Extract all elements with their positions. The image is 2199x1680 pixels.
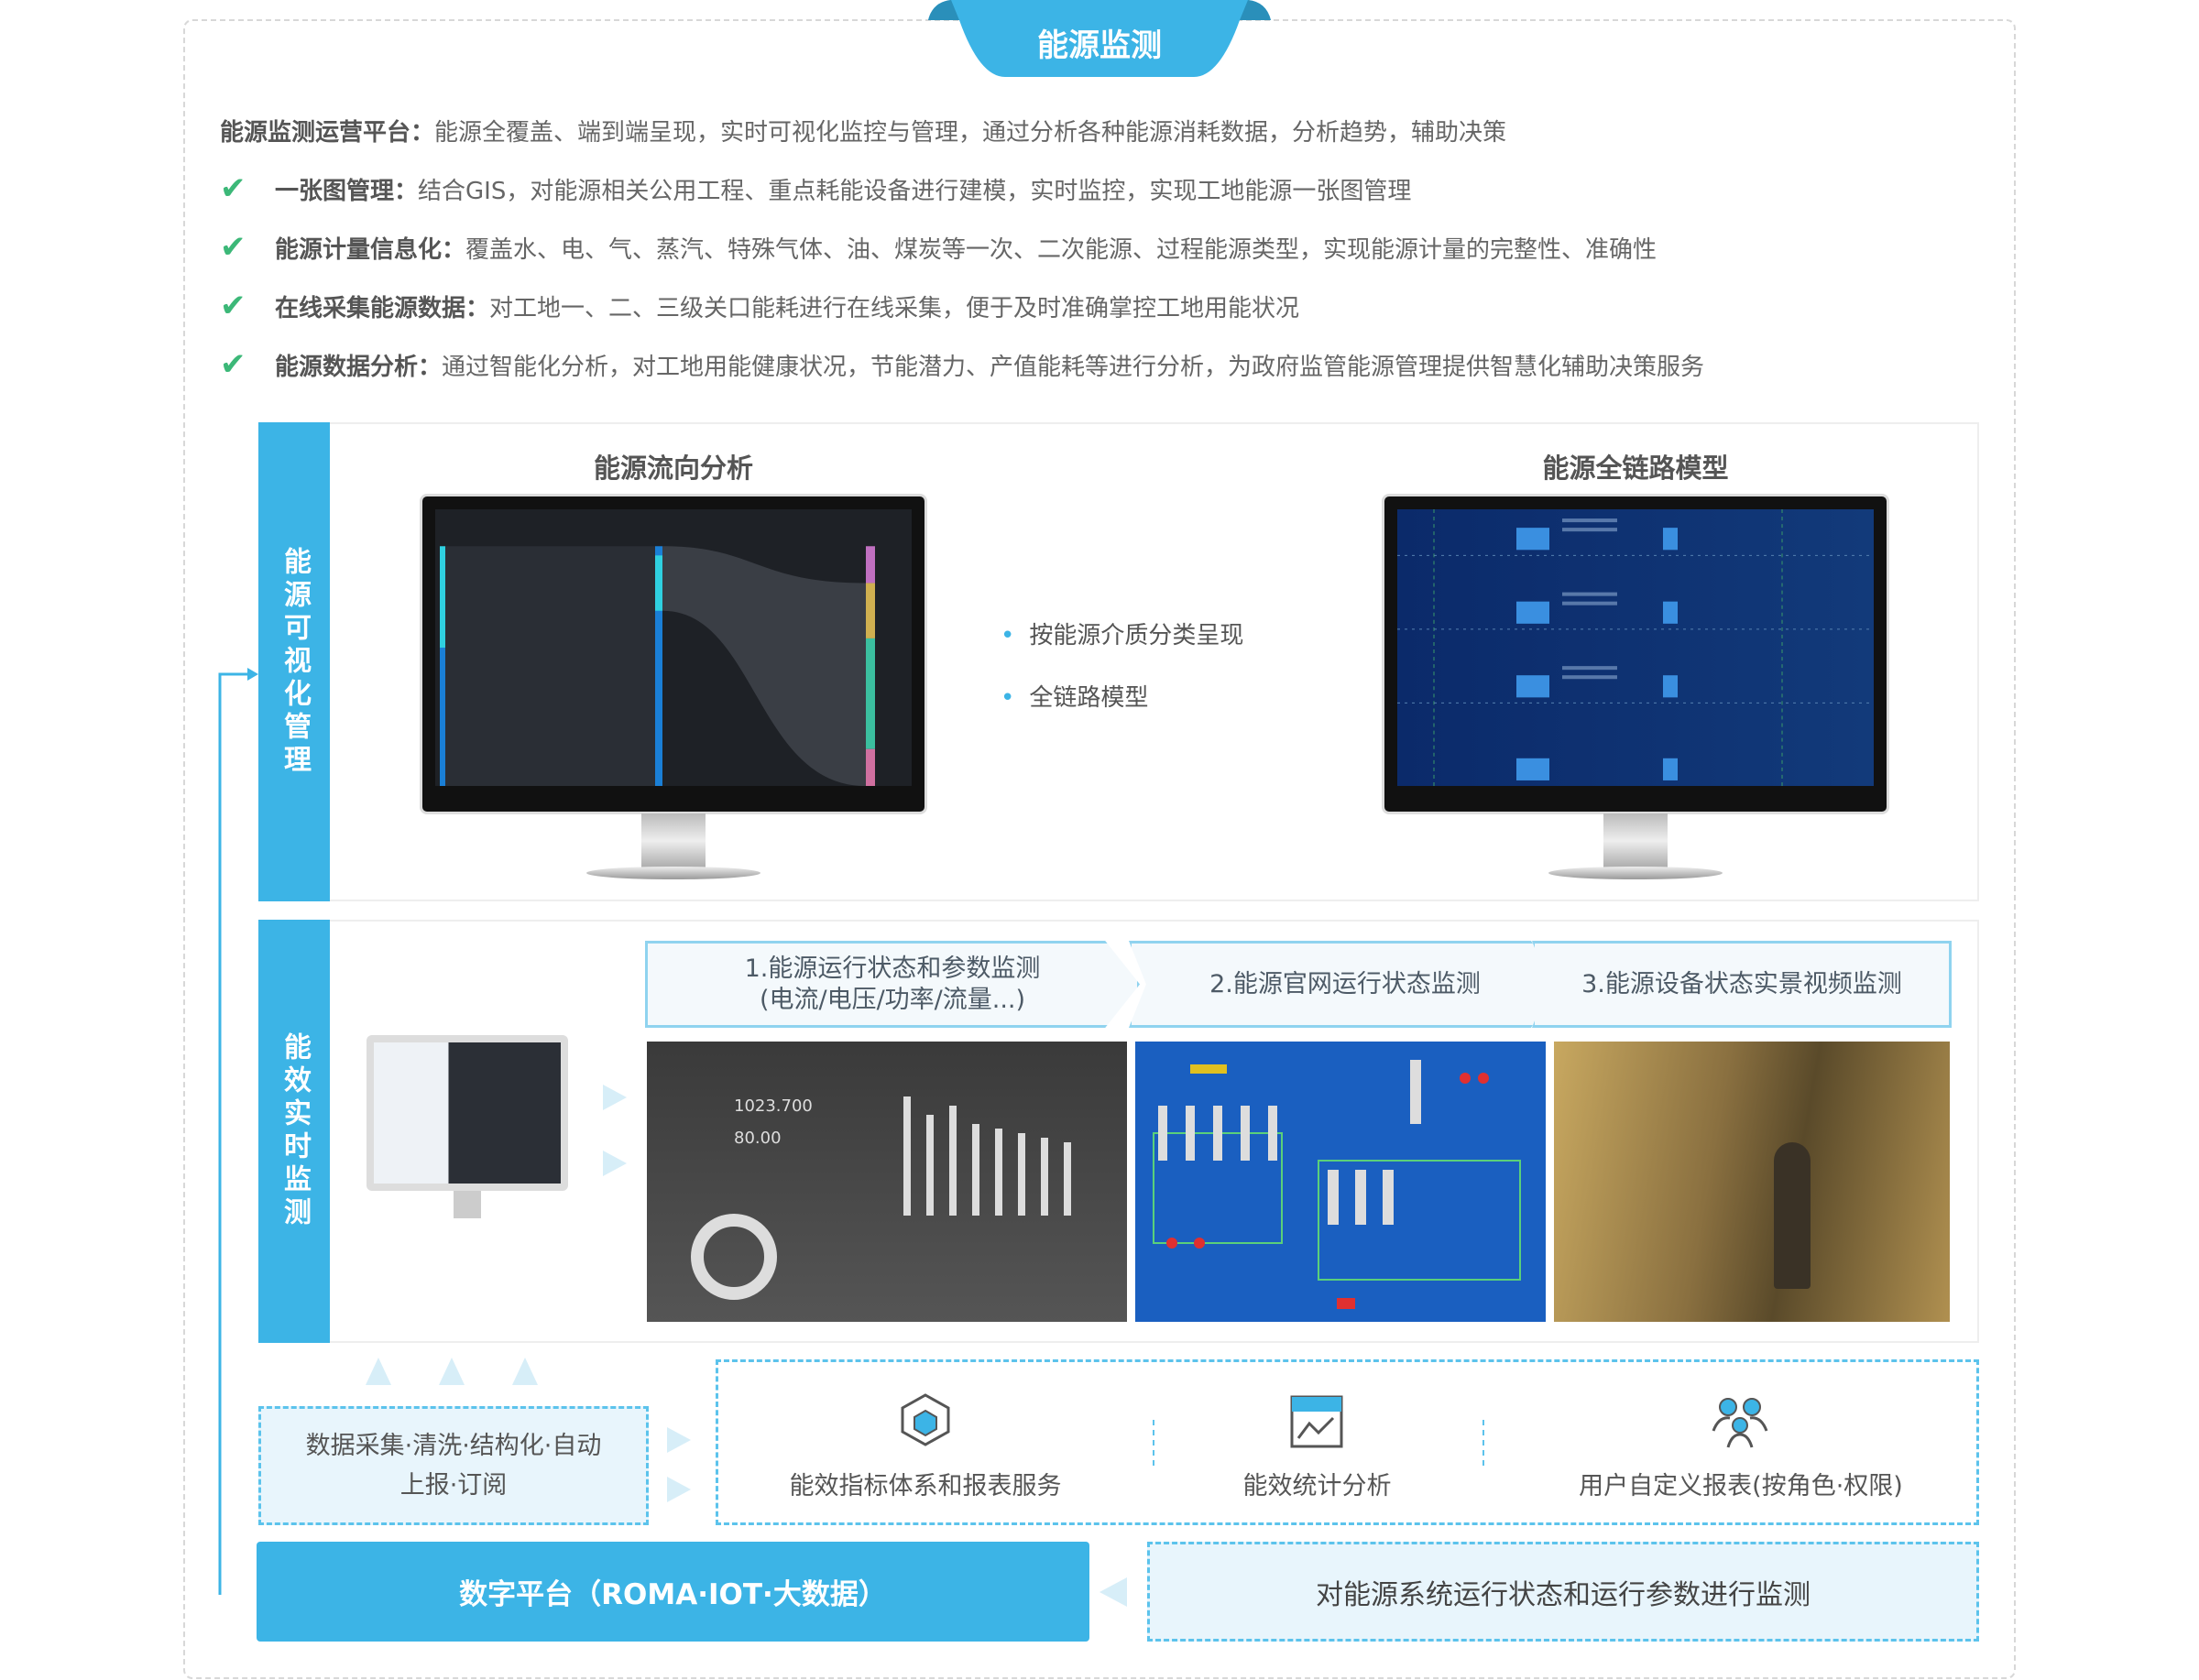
chain-model-screen <box>1397 509 1874 786</box>
title-tab <box>928 0 1271 77</box>
step-3-header: 3.能源设备状态实景视频监测 <box>1532 941 1952 1028</box>
arrow-up-icon <box>512 1358 538 1385</box>
data-collection-line: 上报·订阅 <box>399 1471 508 1500</box>
monitor-stand <box>641 813 706 868</box>
step-2-title: 2.能源官网运行状态监测 <box>1209 969 1481 998</box>
imac-stand <box>454 1191 481 1218</box>
parameter-dashboard-image: 1023.700 80.00 <box>647 1042 1127 1322</box>
check-icon: ✔ <box>220 346 246 383</box>
monitor-base <box>1548 867 1723 879</box>
monitor-stand <box>1603 813 1668 868</box>
imac-image <box>366 1035 568 1191</box>
dashboard-chart <box>691 1096 1071 1300</box>
arrow-up-icon <box>366 1358 391 1385</box>
check-icon: ✔ <box>220 288 246 324</box>
flow-monitor <box>420 494 927 814</box>
step-3-title: 3.能源设备状态实景视频监测 <box>1581 969 1902 998</box>
digital-platform-box: 数字平台（ROMA·IOT·大数据） <box>257 1542 1089 1642</box>
check-icon: ✔ <box>220 170 246 207</box>
feature-text: 通过智能化分析，对工地用能健康状况，节能潜力、产值能耗等进行分析，为政府监管能源… <box>442 354 1705 381</box>
step-1-title: 1.能源运行状态和参数监测 <box>744 954 1041 983</box>
service-label: 能效指标体系和报表服务 <box>789 1472 1062 1500</box>
arrow-up-icon <box>439 1358 465 1385</box>
step-1-header: 1.能源运行状态和参数监测(电流/电压/功率/流量...) <box>645 941 1140 1028</box>
feature-text: 覆盖水、电、气、蒸汽、特殊气体、油、煤炭等一次、二次能源、过程能源类型，实现能源… <box>465 236 1657 264</box>
arrow-left-icon <box>1100 1577 1127 1607</box>
data-collection-line: 数据采集·清洗·结构化·自动 <box>305 1431 602 1460</box>
dashboard-value: 80.00 <box>734 1129 782 1148</box>
intro-line: 能源监测运营平台：能源全覆盖、端到端呈现，实时可视化监控与管理，通过分析各种能源… <box>220 114 1506 147</box>
feature-text: 结合GIS，对能源相关公用工程、重点耗能设备进行建模，实时监控，实现工地能源一张… <box>418 178 1412 205</box>
feature-text: 对工地一、二、三级关口能耗进行在线采集，便于及时准确掌控工地用能状况 <box>489 295 1300 322</box>
step-2-header: 2.能源官网运行状态监测 <box>1129 941 1561 1028</box>
monitoring-box: 对能源系统运行状态和运行参数进行监测 <box>1147 1542 1979 1642</box>
feature-item: ✔ 一张图管理：结合GIS，对能源相关公用工程、重点耗能设备进行建模，实时监控，实… <box>220 170 1412 207</box>
bullet-item: 全链路模型 <box>1001 679 1148 713</box>
bullet-item: 按能源介质分类呈现 <box>1001 616 1243 650</box>
feature-label: 能源数据分析： <box>275 354 443 381</box>
sankey-screen <box>435 509 912 786</box>
step-1-subtitle: (电流/电压/功率/流量...) <box>759 985 1026 1014</box>
service-label: 用户自定义报表(按角色·权限) <box>1579 1472 1903 1500</box>
worker-figure <box>1774 1142 1811 1289</box>
feature-label: 一张图管理： <box>275 178 419 205</box>
monitor-base <box>586 867 760 879</box>
arrow-right-icon <box>667 1477 691 1502</box>
page-title: 能源监测 <box>1037 27 1162 64</box>
feature-item: ✔ 能源计量信息化：覆盖水、电、气、蒸汽、特殊气体、油、煤炭等一次、二次能源、过程… <box>220 229 1657 266</box>
chain-model-heading: 能源全链路模型 <box>1542 453 1729 484</box>
dashboard-value: 1023.700 <box>734 1096 813 1116</box>
divider <box>1482 1420 1484 1466</box>
statistics-icon <box>1290 1395 1343 1448</box>
arrow-right-icon <box>603 1151 627 1176</box>
realtime-sidebar: 能效实时监测 <box>258 920 330 1343</box>
connector-arrow <box>218 668 258 1595</box>
users-icon <box>1712 1398 1768 1448</box>
chain-monitor <box>1382 494 1889 814</box>
feature-item: ✔ 能源数据分析：通过智能化分析，对工地用能健康状况，节能潜力、产值能耗等进行分析… <box>220 346 1705 383</box>
pipeline-diagram <box>1153 1060 1521 1309</box>
check-icon: ✔ <box>220 229 246 266</box>
video-surveillance-image <box>1554 1042 1950 1322</box>
arrow-right-icon <box>667 1427 691 1453</box>
intro-label: 能源监测运营平台： <box>220 119 435 147</box>
pipeline-monitor-image <box>1135 1042 1546 1322</box>
divider <box>1153 1420 1154 1466</box>
data-collection-box: 数据采集·清洗·结构化·自动 上报·订阅 <box>258 1406 649 1525</box>
services-box <box>716 1359 1979 1525</box>
feature-label: 能源计量信息化： <box>275 236 466 264</box>
flow-analysis-heading: 能源流向分析 <box>593 453 753 484</box>
feature-item: ✔ 在线采集能源数据：对工地一、二、三级关口能耗进行在线采集，便于及时准确掌控工地… <box>220 288 1300 324</box>
network-icon <box>901 1393 950 1446</box>
visualization-sidebar: 能源可视化管理 <box>258 422 330 901</box>
arrow-right-icon <box>603 1085 627 1110</box>
intro-text: 能源全覆盖、端到端呈现，实时可视化监控与管理，通过分析各种能源消耗数据，分析趋势… <box>434 119 1507 147</box>
service-label: 能效统计分析 <box>1242 1472 1392 1500</box>
feature-label: 在线采集能源数据： <box>275 295 490 322</box>
